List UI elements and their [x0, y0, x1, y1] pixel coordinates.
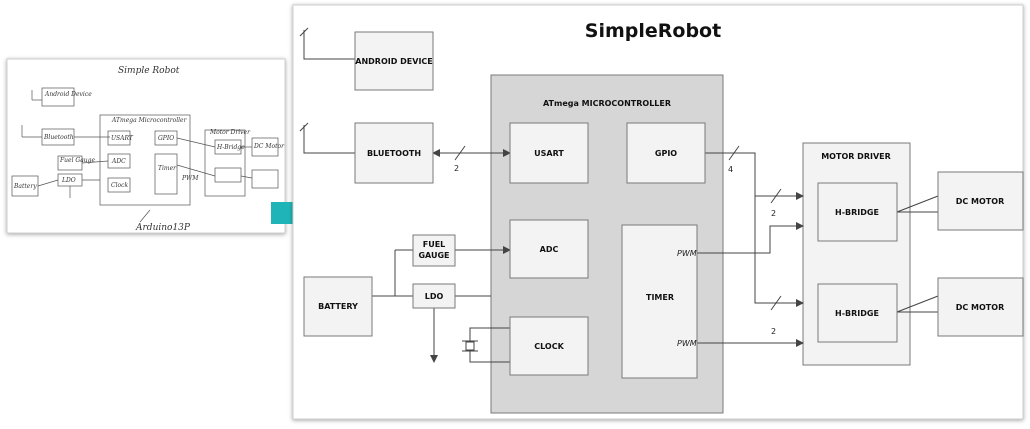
sketch-footer: Arduino13P [135, 223, 191, 233]
motor-driver-label: MOTOR DRIVER [821, 152, 891, 161]
sketch-dc-motor-label: DC Motor [253, 143, 285, 150]
timer-block: TIMER [646, 293, 674, 302]
bus-width-hbridge-2: 2 [771, 327, 776, 336]
pwm-label-1: PWM [677, 249, 697, 258]
sketch-clock-label: Clock [111, 182, 128, 189]
sketch-usart-label: USART [111, 135, 134, 142]
battery-block: BATTERY [318, 302, 358, 311]
bluetooth-block: BLUETOOTH [367, 149, 421, 158]
bus-width-hbridge-1: 2 [771, 209, 776, 218]
fuel-gauge-block-line1: FUEL [423, 240, 446, 249]
sketch-bluetooth-label: Bluetooth [43, 134, 74, 141]
hand-sketch: Simple Robot Android Device Bluetooth AT… [6, 58, 286, 234]
diagram-title: SimpleRobot [585, 20, 721, 42]
sketch-title: Simple Robot [118, 66, 180, 76]
sketch-fuel-gauge-label: Fuel Gauge [59, 157, 95, 164]
sketch-ldo-label: LDO [61, 177, 76, 184]
sketch-hbridge-label: H-Bridge [216, 144, 245, 151]
sketch-android-label: Android Device [44, 91, 92, 98]
ldo-block: LDO [425, 292, 444, 301]
usart-block: USART [534, 149, 564, 158]
android-device-block: ANDROID DEVICE [355, 57, 433, 66]
pwm-label-2: PWM [677, 339, 697, 348]
hbridge-block-2: H-BRIDGE [835, 309, 879, 318]
bus-width-bluetooth: 2 [454, 164, 459, 173]
gpio-block: GPIO [655, 149, 677, 158]
clock-block: CLOCK [534, 342, 564, 351]
sketch-mcu-label: ATmega Microcontroller [111, 117, 188, 124]
block-diagram: SimpleRobot ATmega MICROCONTROLLER MOTOR… [292, 4, 1024, 420]
bus-width-gpio: 4 [728, 165, 733, 174]
adc-block: ADC [540, 245, 559, 254]
sketch-battery-label: Battery [13, 183, 37, 190]
sketch-motor-driver-label: Motor Driver [209, 129, 251, 136]
sketch-pwm-label: PWM [181, 175, 199, 182]
hbridge-block-1: H-BRIDGE [835, 208, 879, 217]
sketch-timer-label: Timer [158, 165, 177, 172]
sketch-gpio-label: GPIO [158, 135, 174, 142]
dc-motor-block-2: DC MOTOR [956, 303, 1004, 312]
dc-motor-block-1: DC MOTOR [956, 197, 1004, 206]
sketch-adc-label: ADC [111, 158, 126, 165]
fuel-gauge-block-line2: GAUGE [418, 251, 449, 260]
mcu-label: ATmega MICROCONTROLLER [543, 99, 671, 108]
